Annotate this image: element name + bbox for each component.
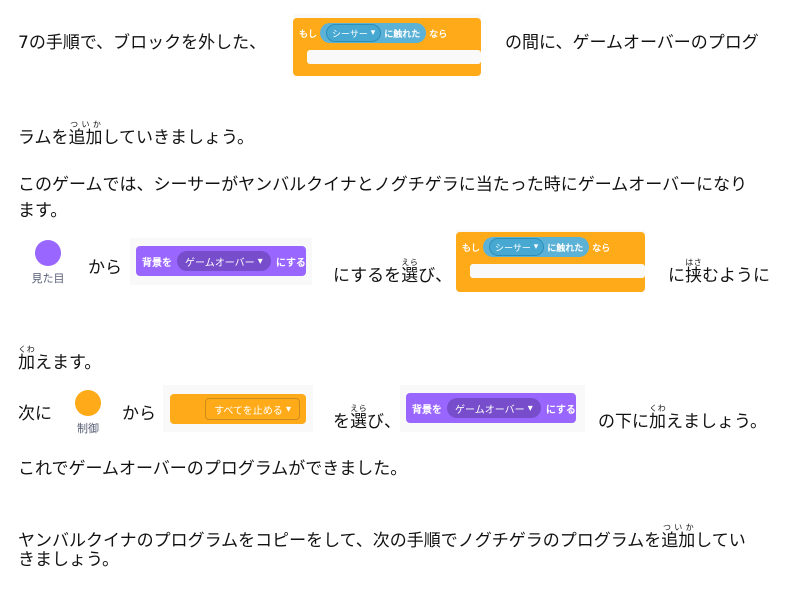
text: の間に、ゲームオーバーのプログ bbox=[505, 33, 759, 53]
text: ラムを追加ついかしていきましょう。 bbox=[18, 120, 254, 148]
if-block-image: もし シーサー ▾ に触れた なら bbox=[456, 230, 645, 292]
text: きましょう。 bbox=[18, 550, 119, 570]
touching-block: シーサー ▾ に触れた bbox=[320, 23, 427, 43]
text: にするを選えらび、 bbox=[333, 258, 453, 286]
if-label: もし bbox=[299, 29, 318, 40]
text: ヤンバルクイナのプログラムをコピーをして、次の手順でノグチゲラのプログラムを追加… bbox=[18, 523, 746, 551]
text: に挟はさむように bbox=[668, 258, 770, 286]
text: を選えらび、 bbox=[333, 404, 401, 432]
looks-icon bbox=[35, 240, 61, 266]
text: これでゲームオーバーのプログラムができました。 bbox=[18, 459, 408, 479]
backdrop-block-image: 背景を ゲームオーバー ▾ にする bbox=[130, 238, 312, 285]
text: 次に bbox=[18, 404, 52, 424]
backdrop-block-image: 背景を ゲームオーバー ▾ にする bbox=[400, 385, 585, 432]
control-category[interactable]: 制御 bbox=[68, 390, 108, 436]
then-label: なら bbox=[429, 29, 448, 40]
text: から bbox=[88, 258, 122, 278]
sprite-dropdown: シーサー ▾ bbox=[326, 24, 382, 42]
text: から bbox=[122, 404, 156, 424]
text: の下に加くわえましょう。 bbox=[598, 404, 767, 432]
text: 加くわえます。 bbox=[18, 345, 102, 373]
text: 7の手順で、ブロックを外した、 bbox=[18, 33, 267, 53]
if-block-image: もし シーサー ▾ に触れた なら bbox=[293, 14, 481, 76]
looks-category[interactable]: 見た目 bbox=[28, 240, 68, 286]
text: このゲームでは、シーサーがヤンバルクイナとノグチゲラに当たった時にゲームオーバー… bbox=[18, 175, 748, 195]
stop-block-image: すべてを止める ▾ bbox=[163, 385, 313, 432]
control-icon bbox=[75, 390, 101, 416]
text: ます。 bbox=[18, 201, 68, 221]
